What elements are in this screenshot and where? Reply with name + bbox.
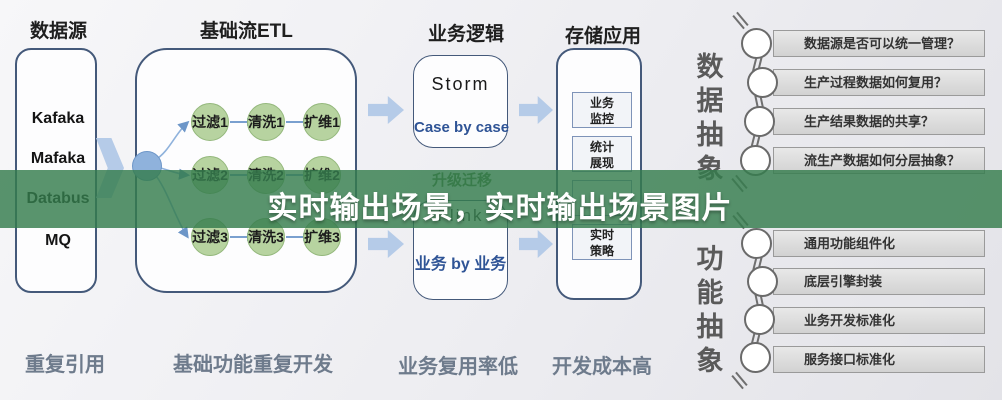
etl-node-label: 扩维3 bbox=[304, 229, 340, 245]
etl-node-label: 清洗3 bbox=[248, 229, 284, 245]
watermark-banner: 实时输出场景，实时输出场景图片 bbox=[0, 170, 1002, 228]
storm-box: Storm Case by case bbox=[413, 55, 510, 148]
etl-node: 清洗1 bbox=[238, 102, 294, 142]
chain-link-icon bbox=[732, 11, 749, 30]
storage-box-line: 实时 bbox=[589, 228, 614, 242]
footer-logic: 业务复用率低 bbox=[398, 356, 518, 378]
chain-circle-icon bbox=[744, 304, 775, 335]
node-circle-icon bbox=[303, 103, 341, 141]
question-bar: 数据源是否可以统一管理？ bbox=[773, 30, 985, 57]
question-bar: 通用功能组件化 bbox=[773, 230, 985, 257]
data-abstraction-title: 数据抽象 bbox=[696, 52, 724, 184]
datasource-title: 数据源 bbox=[30, 21, 88, 42]
footer-datasource: 重复引用 bbox=[25, 354, 105, 376]
question-bar: 底层引擎封装 bbox=[773, 268, 985, 295]
etl-node-label: 清洗1 bbox=[248, 114, 284, 130]
watermark-text: 实时输出场景，实时输出场景图片 bbox=[267, 192, 733, 225]
chain-circle-icon bbox=[740, 342, 771, 373]
flow-arrow-etl-flink-icon bbox=[368, 230, 404, 258]
chain-circle-icon bbox=[744, 106, 775, 137]
etl-node-label: 过滤3 bbox=[192, 229, 228, 245]
storage-box: 实时策略 bbox=[572, 224, 632, 260]
chain-circle-icon bbox=[741, 28, 772, 59]
question-bar: 生产结果数据的共享？ bbox=[773, 108, 985, 135]
datasource-item: Mafaka bbox=[30, 150, 86, 167]
logic-title: 业务逻辑 bbox=[428, 24, 505, 45]
storage-box-line: 展现 bbox=[589, 156, 614, 170]
storage-box-line: 策略 bbox=[589, 244, 614, 258]
storage-box: 业务监控 bbox=[572, 92, 632, 128]
footer-storage: 开发成本高 bbox=[552, 356, 652, 378]
storage-box-line: 统计 bbox=[589, 140, 614, 154]
storage-title: 存储应用 bbox=[565, 26, 642, 47]
storm-label: Storm bbox=[431, 74, 490, 94]
storm-caption: Case by case bbox=[414, 119, 510, 136]
flink-caption: 业务 by 业务 bbox=[414, 256, 507, 273]
question-bar: 业务开发标准化 bbox=[773, 307, 985, 334]
chain-circle-icon bbox=[747, 67, 778, 98]
node-circle-icon bbox=[191, 103, 229, 141]
footer-etl: 基础功能重复开发 bbox=[173, 354, 333, 376]
etl-title: 基础流ETL bbox=[200, 21, 293, 42]
chain-link-icon bbox=[731, 371, 748, 390]
flow-arrow-flink-storage-icon bbox=[519, 230, 553, 258]
question-bar: 生产过程数据如何复用？ bbox=[773, 69, 985, 96]
etl-node-label: 过滤1 bbox=[192, 114, 228, 130]
flow-arrow-etl-storm-icon bbox=[368, 96, 404, 124]
flow-arrow-storm-storage-icon bbox=[519, 96, 553, 124]
chain-circle-icon bbox=[747, 266, 778, 297]
storage-box-line: 监控 bbox=[589, 112, 614, 126]
function-abstraction-title: 功能抽象 bbox=[696, 244, 724, 376]
etl-node: 扩维1 bbox=[294, 102, 350, 142]
storage-box: 统计展现 bbox=[572, 136, 632, 172]
datasource-item: MQ bbox=[45, 232, 71, 249]
etl-node-label: 扩维1 bbox=[304, 114, 340, 130]
datasource-item: Kafaka bbox=[31, 110, 85, 127]
etl-node: 过滤1 bbox=[182, 102, 238, 142]
storage-box-line: 业务 bbox=[589, 96, 614, 110]
question-bar: 服务接口标准化 bbox=[773, 346, 985, 373]
chain-circle-icon bbox=[741, 228, 772, 259]
node-circle-icon bbox=[247, 103, 285, 141]
